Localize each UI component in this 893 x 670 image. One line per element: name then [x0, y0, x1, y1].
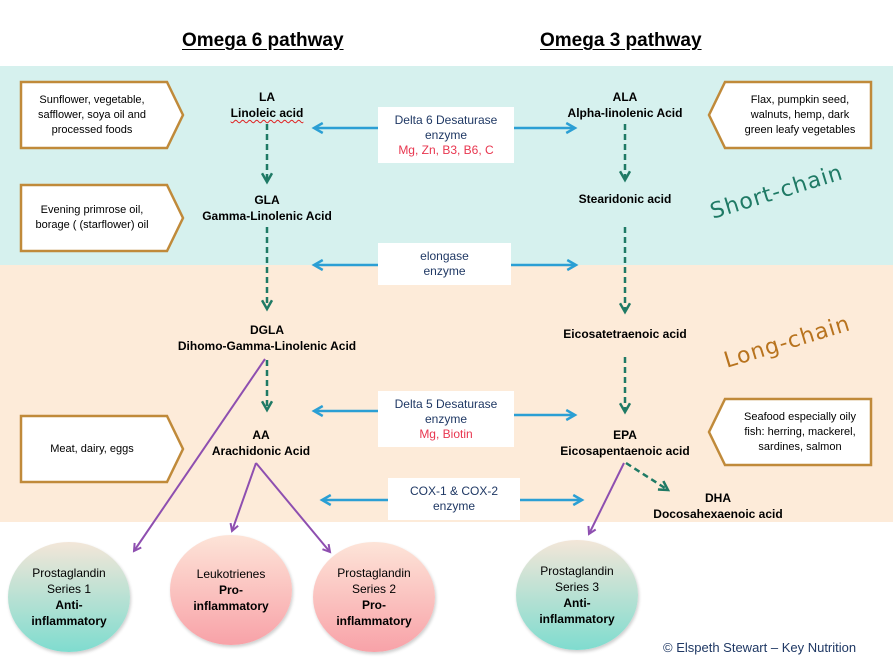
outcome-leukotrienes: Leukotrienes Pro- inflammatory: [170, 535, 292, 645]
source-text: Flax, pumpkin seed, walnuts, hemp, dark …: [744, 93, 856, 136]
copyright-text: © Elspeth Stewart – Key Nutrition: [663, 640, 857, 655]
node-dha: DHA Docosahexaenoic acid: [653, 490, 782, 522]
node-full-text: Linoleic acid: [230, 106, 304, 120]
outcome-prostaglandin-series-2: Prostaglandin Series 2 Pro- inflammatory: [313, 542, 435, 652]
node-abbr: ALA: [612, 90, 638, 104]
outcome-effect-cont: inflammatory: [539, 612, 615, 626]
outcome-effect: Pro-: [362, 598, 386, 612]
node-abbr: AA: [252, 428, 270, 442]
node-stearidonic: Stearidonic acid: [579, 191, 672, 207]
source-ala-foods: Flax, pumpkin seed, walnuts, hemp, dark …: [707, 80, 873, 150]
enzyme-delta6-desaturase: Delta 6 Desaturase enzyme Mg, Zn, B3, B6…: [378, 107, 514, 163]
arrow-aa-to-pg2: [255, 462, 332, 554]
source-text: Meat, dairy, eggs: [50, 442, 134, 455]
source-gla-foods: Evening primrose oil, borage ( (starflow…: [19, 183, 185, 253]
node-gla: GLA Gamma-Linolenic Acid: [202, 192, 332, 224]
source-shape: [707, 80, 873, 150]
node-full-name: Arachidonic Acid: [211, 444, 311, 458]
node-full-name: Gamma-Linolenic Acid: [202, 209, 332, 223]
enzyme-cofactors: Mg, Biotin: [419, 427, 473, 441]
omega3-heading: Omega 3 pathway: [540, 30, 702, 51]
node-epa: EPA Eicosapentaenoic acid: [560, 427, 689, 459]
enzyme-elongase: elongase enzyme: [378, 243, 511, 285]
outcome-name: Prostaglandin: [540, 564, 614, 578]
enzyme-type: enzyme: [424, 128, 468, 142]
source-shape: [19, 414, 185, 484]
node-full-name: Dihomo-Gamma-Linolenic Acid: [177, 339, 357, 353]
outcome-effect: Pro-: [219, 583, 243, 597]
source-la-foods: Sunflower, vegetable, safflower, soya oi…: [19, 80, 185, 150]
outcome-series: Series 1: [46, 582, 92, 596]
node-dgla: DGLA Dihomo-Gamma-Linolenic Acid: [178, 322, 356, 354]
node-aa: AA Arachidonic Acid: [212, 427, 310, 459]
node-eicosatetraenoic: Eicosatetraenoic acid: [563, 326, 686, 342]
outcome-series: Series 2: [351, 582, 397, 596]
enzyme-cofactors: Mg, Zn, B3, B6, C: [398, 143, 494, 157]
outcome-effect: Anti-: [55, 598, 83, 612]
outcome-prostaglandin-series-3: Prostaglandin Series 3 Anti- inflammator…: [516, 540, 638, 650]
node-ala: ALA Alpha-linolenic Acid: [568, 89, 683, 121]
node-abbr: LA: [259, 90, 275, 104]
source-text: Seafood especially oily fish: herring, m…: [744, 410, 856, 453]
outcome-name: Prostaglandin: [32, 566, 106, 580]
enzyme-name: Delta 5 Desaturase: [394, 397, 498, 411]
node-full-name: Stearidonic acid: [578, 192, 672, 206]
enzyme-type: enzyme: [424, 412, 468, 426]
enzyme-type: enzyme: [432, 499, 476, 513]
node-full-name: Linoleic acid: [231, 105, 304, 121]
arrow-aa-to-leukotrienes: [229, 462, 257, 533]
node-full-name: Alpha-linolenic Acid: [567, 106, 683, 120]
node-abbr: DGLA: [250, 323, 284, 337]
source-shape: [19, 80, 185, 150]
node-abbr: GLA: [254, 193, 280, 207]
node-abbr: EPA: [613, 428, 637, 442]
source-shape: [19, 183, 185, 253]
node-abbr: DHA: [704, 491, 731, 505]
outcome-effect: Anti-: [563, 596, 591, 610]
source-shape: [707, 397, 873, 467]
outcome-prostaglandin-series-1: Prostaglandin Series 1 Anti- inflammator…: [8, 542, 130, 652]
node-la: LA Linoleic acid: [231, 89, 304, 121]
node-full-name: Docosahexaenoic acid: [653, 507, 783, 521]
outcome-series: Series 3: [554, 580, 600, 594]
source-epa-foods: Seafood especially oily fish: herring, m…: [707, 397, 873, 467]
enzyme-cox: COX-1 & COX-2 enzyme: [388, 478, 520, 520]
arrow-epa-to-dha: [625, 461, 671, 492]
node-full-name: Eicosatetraenoic acid: [563, 327, 687, 341]
enzyme-type: enzyme: [423, 264, 466, 278]
source-text: Sunflower, vegetable, safflower, soya oi…: [37, 93, 147, 136]
omega6-heading: Omega 6 pathway: [182, 30, 344, 51]
source-text: Evening primrose oil, borage ( (starflow…: [35, 204, 149, 231]
source-aa-foods: Meat, dairy, eggs: [19, 414, 185, 484]
outcome-effect-cont: inflammatory: [193, 599, 269, 613]
outcome-name: Prostaglandin: [337, 566, 411, 580]
arrow-epa-to-pg3: [587, 462, 625, 536]
outcome-effect-cont: inflammatory: [31, 614, 107, 628]
enzyme-delta5-desaturase: Delta 5 Desaturase enzyme Mg, Biotin: [378, 391, 514, 447]
enzyme-name: Delta 6 Desaturase: [394, 113, 498, 127]
outcome-effect-cont: inflammatory: [336, 614, 412, 628]
enzyme-name: elongase: [420, 249, 469, 263]
outcome-name: Leukotrienes: [196, 567, 266, 581]
arrow-dgla-to-pg1: [132, 358, 266, 553]
node-full-name: Eicosapentaenoic acid: [560, 444, 690, 458]
enzyme-name: COX-1 & COX-2: [409, 484, 499, 498]
